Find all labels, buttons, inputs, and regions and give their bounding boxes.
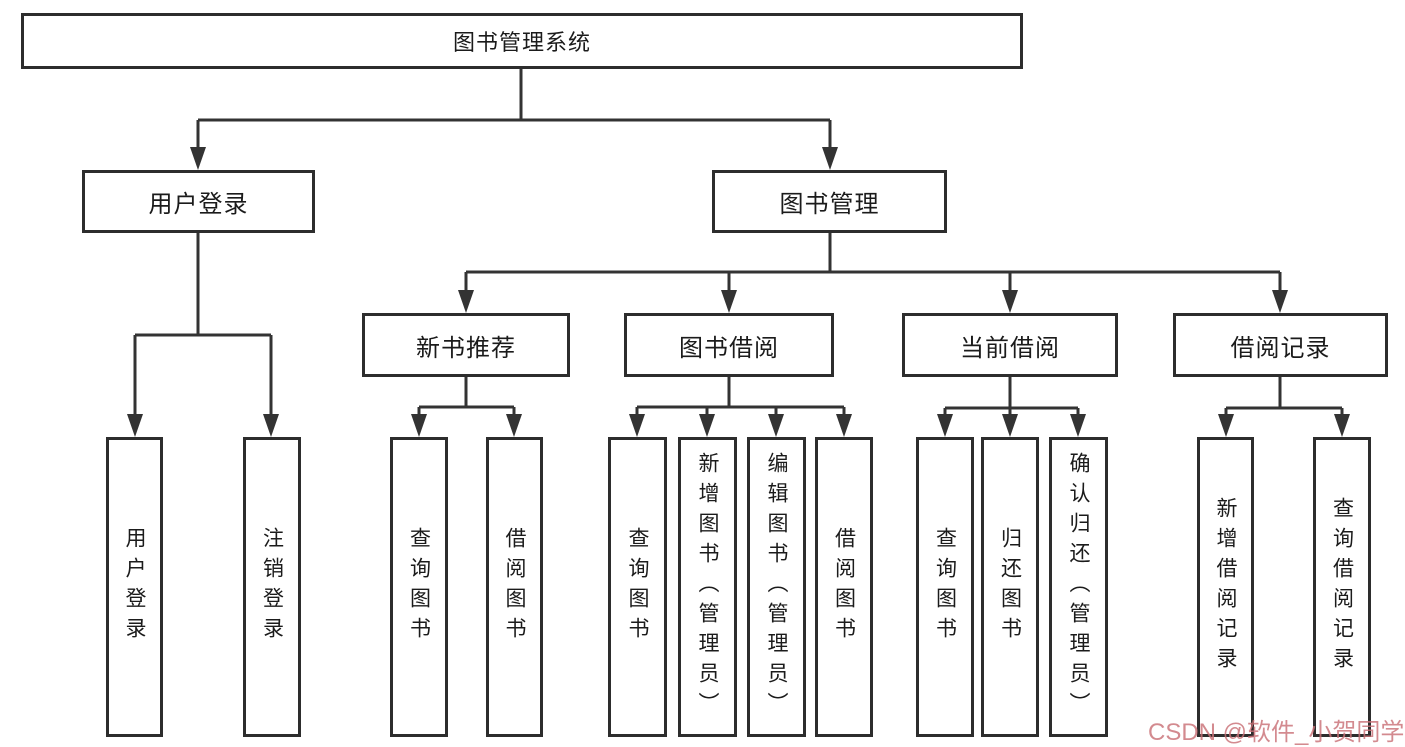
leaf-add-books-admin: 新增图书（管理员） [678, 437, 737, 737]
leaf-query-books-current: 查询图书 [916, 437, 974, 737]
node-library-management-system: 图书管理系统 [21, 13, 1023, 69]
node-book-borrowing: 图书借阅 [624, 313, 834, 377]
node-user-login: 用户登录 [82, 170, 315, 233]
leaf-user-login: 用户登录 [106, 437, 163, 737]
leaf-edit-books-admin: 编辑图书（管理员） [747, 437, 806, 737]
leaf-confirm-return-admin: 确认归还（管理员） [1049, 437, 1108, 737]
node-book-management: 图书管理 [712, 170, 947, 233]
leaf-query-borrow-record: 查询借阅记录 [1313, 437, 1371, 737]
leaf-return-books: 归还图书 [981, 437, 1039, 737]
node-current-borrowing: 当前借阅 [902, 313, 1118, 377]
leaf-query-books-recommend: 查询图书 [390, 437, 448, 737]
leaf-borrow-books: 借阅图书 [815, 437, 873, 737]
leaf-query-books-borrow: 查询图书 [608, 437, 667, 737]
csdn-watermark: CSDN @软件_小贺同学 [1148, 719, 1405, 746]
node-borrowing-records: 借阅记录 [1173, 313, 1388, 377]
leaf-add-borrow-record: 新增借阅记录 [1197, 437, 1254, 737]
node-new-book-recommendation: 新书推荐 [362, 313, 570, 377]
leaf-logout: 注销登录 [243, 437, 301, 737]
leaf-borrow-books-recommend: 借阅图书 [486, 437, 543, 737]
